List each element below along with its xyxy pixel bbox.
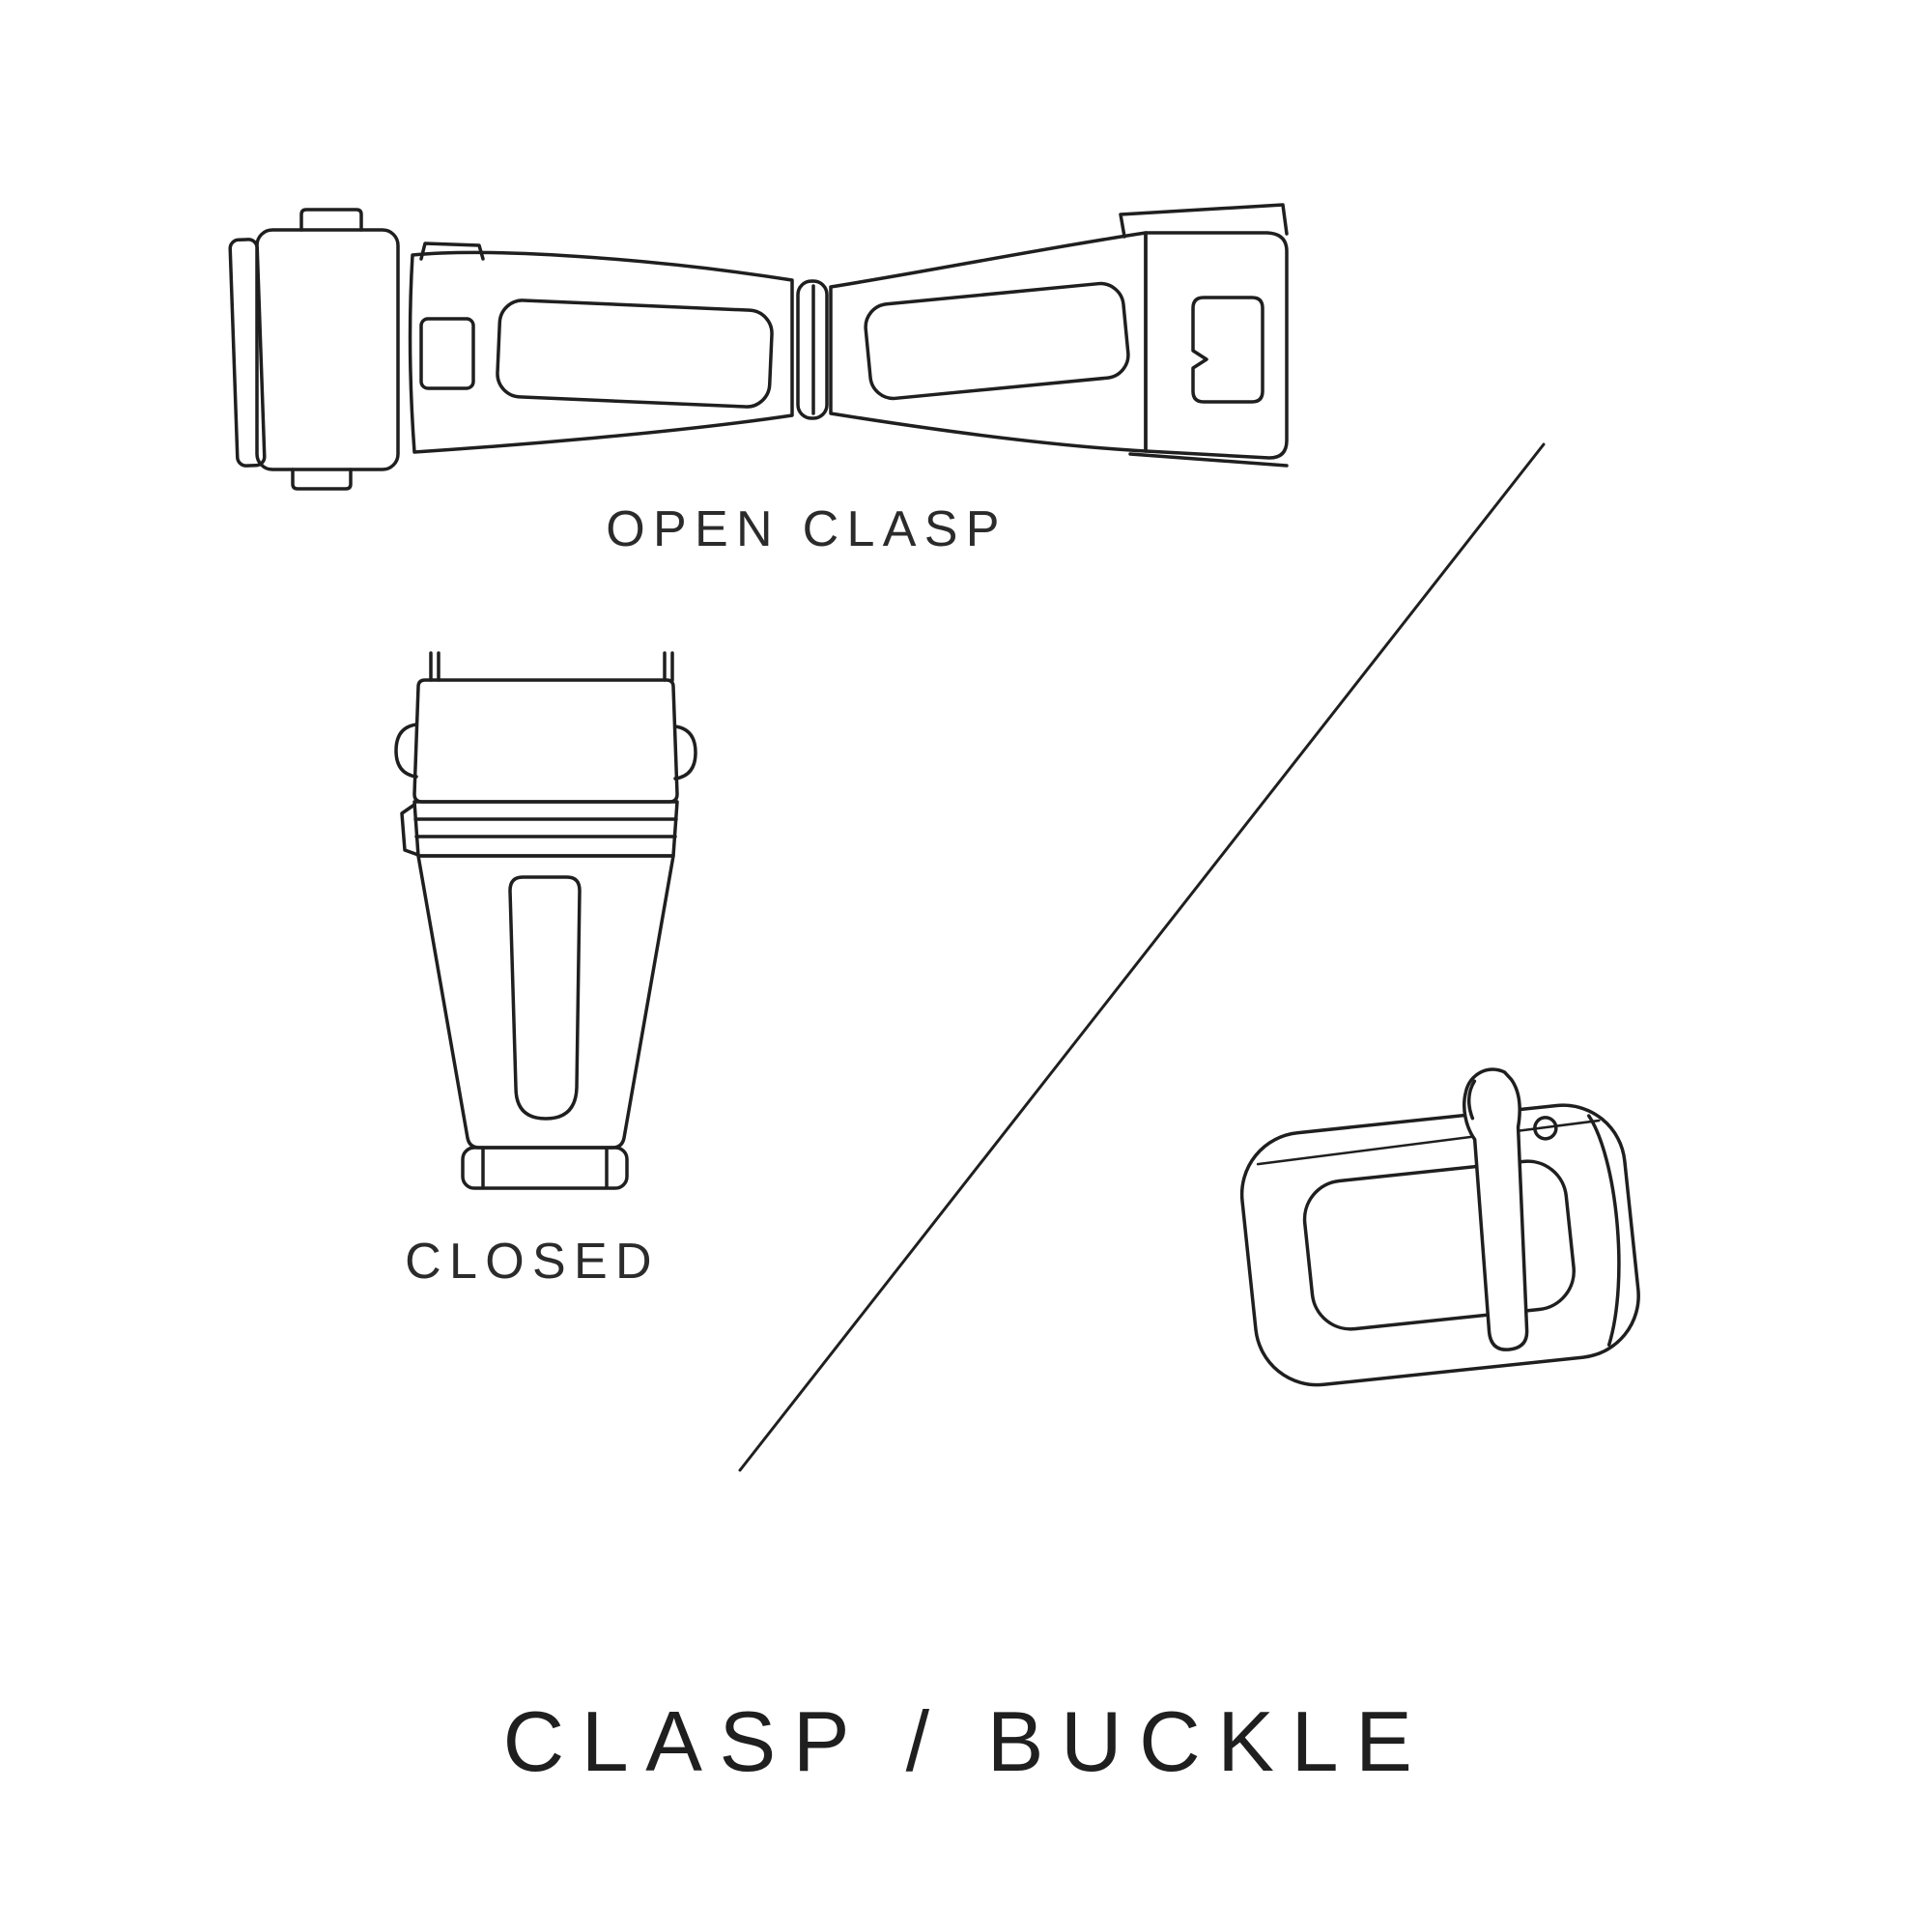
buckle-outer-frame — [1239, 1103, 1640, 1387]
open-clasp-illustration — [228, 203, 1289, 491]
clasp-right-bottom-line — [1128, 452, 1289, 468]
diagram-title: CLASP / BUCKLE — [502, 1693, 1430, 1789]
closed-left-ear — [394, 723, 418, 779]
clasp-right-cutout — [864, 281, 1130, 401]
open-clasp-label: OPEN CLASP — [606, 501, 1008, 557]
buckle-spring-bar — [1256, 1119, 1601, 1166]
clasp-right-slot — [1191, 296, 1264, 404]
clasp-right-top-strip — [1119, 203, 1289, 239]
clasp-endlink-bar — [228, 238, 267, 468]
closed-foot — [461, 1146, 629, 1190]
closed-right-prong — [663, 651, 674, 682]
closed-slot — [508, 875, 582, 1121]
closed-left-notch — [400, 803, 420, 857]
divider-line — [738, 442, 1546, 1472]
closed-clasp-illustration — [394, 651, 697, 1190]
clasp-left-blade — [408, 250, 794, 454]
clasp-right-endpiece — [1144, 231, 1289, 460]
buckle-tongue — [1463, 1067, 1529, 1351]
buckle-depth-edge — [1586, 1114, 1621, 1347]
closed-left-prong — [429, 651, 440, 682]
buckle-illustration — [1239, 1067, 1640, 1387]
clasp-left-notch — [419, 317, 475, 390]
closed-body — [416, 854, 675, 1150]
clasp-top-tab — [299, 208, 363, 232]
buckle-bar-coil — [1533, 1116, 1558, 1141]
closed-right-ear — [673, 724, 697, 781]
closed-top-block — [412, 678, 679, 804]
clasp-cover — [255, 228, 400, 471]
clasp-hinge — [796, 279, 829, 420]
clasp-bottom-tab — [291, 468, 353, 491]
buckle-inner-opening — [1302, 1159, 1576, 1331]
clasp-left-cutout — [496, 298, 774, 409]
buckle-tongue-fold-line — [1466, 1079, 1477, 1121]
closed-band-section — [412, 800, 679, 858]
clasp-right-blade — [829, 231, 1148, 453]
closed-label: CLOSED — [405, 1234, 660, 1290]
